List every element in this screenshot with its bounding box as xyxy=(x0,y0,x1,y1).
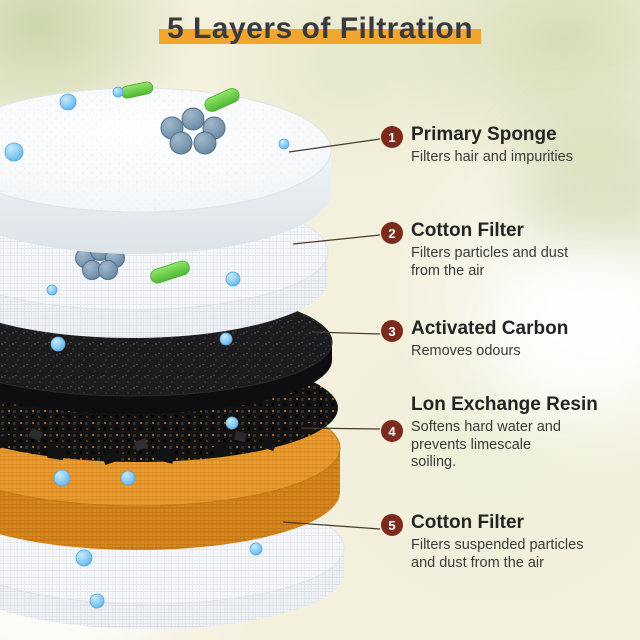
water-drop-dot xyxy=(225,271,241,287)
water-drop-dot xyxy=(120,470,136,486)
water-drop-dot xyxy=(249,542,263,556)
leader-line-1 xyxy=(288,138,381,153)
annotation-text: Cotton Filter Filters particles and dust… xyxy=(411,220,596,280)
leader-line-2 xyxy=(292,234,381,245)
step-number-badge-2: 2 xyxy=(381,222,403,244)
water-drop-dot xyxy=(75,549,93,567)
annotation-primary-sponge: 1 Primary Sponge Filters hair and impuri… xyxy=(381,124,596,167)
water-drop-dot xyxy=(53,469,71,487)
layer-name: Lon Exchange Resin xyxy=(411,394,598,415)
resin-chunks xyxy=(0,422,315,465)
annotation-activated-carbon: 3 Activated Carbon Removes odours xyxy=(381,318,596,361)
step-number-badge-3: 3 xyxy=(381,320,403,342)
annotation-text: Activated Carbon Removes odours xyxy=(411,318,596,361)
leader-line-4 xyxy=(300,427,381,430)
green-pill-decoration xyxy=(204,88,240,112)
page-title: 5 Layers of Filtration xyxy=(166,12,474,45)
step-number-badge-4: 4 xyxy=(381,420,403,442)
step-number-badge-5: 5 xyxy=(381,514,403,536)
annotation-text: Lon Exchange Resin Softens hard water an… xyxy=(411,394,598,472)
layer-name: Primary Sponge xyxy=(411,124,557,145)
water-drop-dot xyxy=(89,593,105,609)
water-drop-dot xyxy=(50,336,66,352)
title-highlight-bar xyxy=(158,29,482,44)
water-drop-dot xyxy=(112,86,124,98)
water-drop-dot xyxy=(278,138,290,150)
leader-line-5 xyxy=(282,521,381,530)
layer-primary-sponge xyxy=(0,81,332,254)
water-drop-dot xyxy=(59,93,77,111)
layer-description: Filters hair and impurities xyxy=(411,148,573,165)
leader-lines xyxy=(282,138,381,530)
annotation-cotton-filter-bottom: 5 Cotton Filter Filters suspended partic… xyxy=(381,512,596,572)
water-drop-dot xyxy=(4,142,24,162)
berry-cluster-decoration xyxy=(160,107,226,155)
layer-name: Activated Carbon xyxy=(411,318,569,339)
water-drop-dot xyxy=(46,284,58,296)
annotation-cotton-filter: 2 Cotton Filter Filters particles and du… xyxy=(381,220,596,280)
layer-name: Cotton Filter xyxy=(411,512,524,533)
title-section: 5 Layers of Filtration xyxy=(0,12,640,46)
title-inner: 5 Layers of Filtration xyxy=(158,12,482,46)
layer-description: Filters particles and dust from the air xyxy=(411,244,569,279)
layer-description: Removes odours xyxy=(411,342,521,359)
green-pill-decoration xyxy=(150,260,190,284)
annotation-ion-exchange-resin: 4 Lon Exchange Resin Softens hard water … xyxy=(381,394,598,472)
layer-name: Cotton Filter xyxy=(411,220,524,241)
layer-description: Softens hard water and prevents limescal… xyxy=(411,418,561,471)
annotation-text: Primary Sponge Filters hair and impuriti… xyxy=(411,124,596,167)
step-number-badge-1: 1 xyxy=(381,126,403,148)
water-drop-dot xyxy=(225,416,239,430)
annotation-text: Cotton Filter Filters suspended particle… xyxy=(411,512,596,572)
water-drop-dot xyxy=(219,332,233,346)
leader-line-3 xyxy=(311,331,381,335)
layer-description: Filters suspended particles and dust fro… xyxy=(411,536,584,571)
